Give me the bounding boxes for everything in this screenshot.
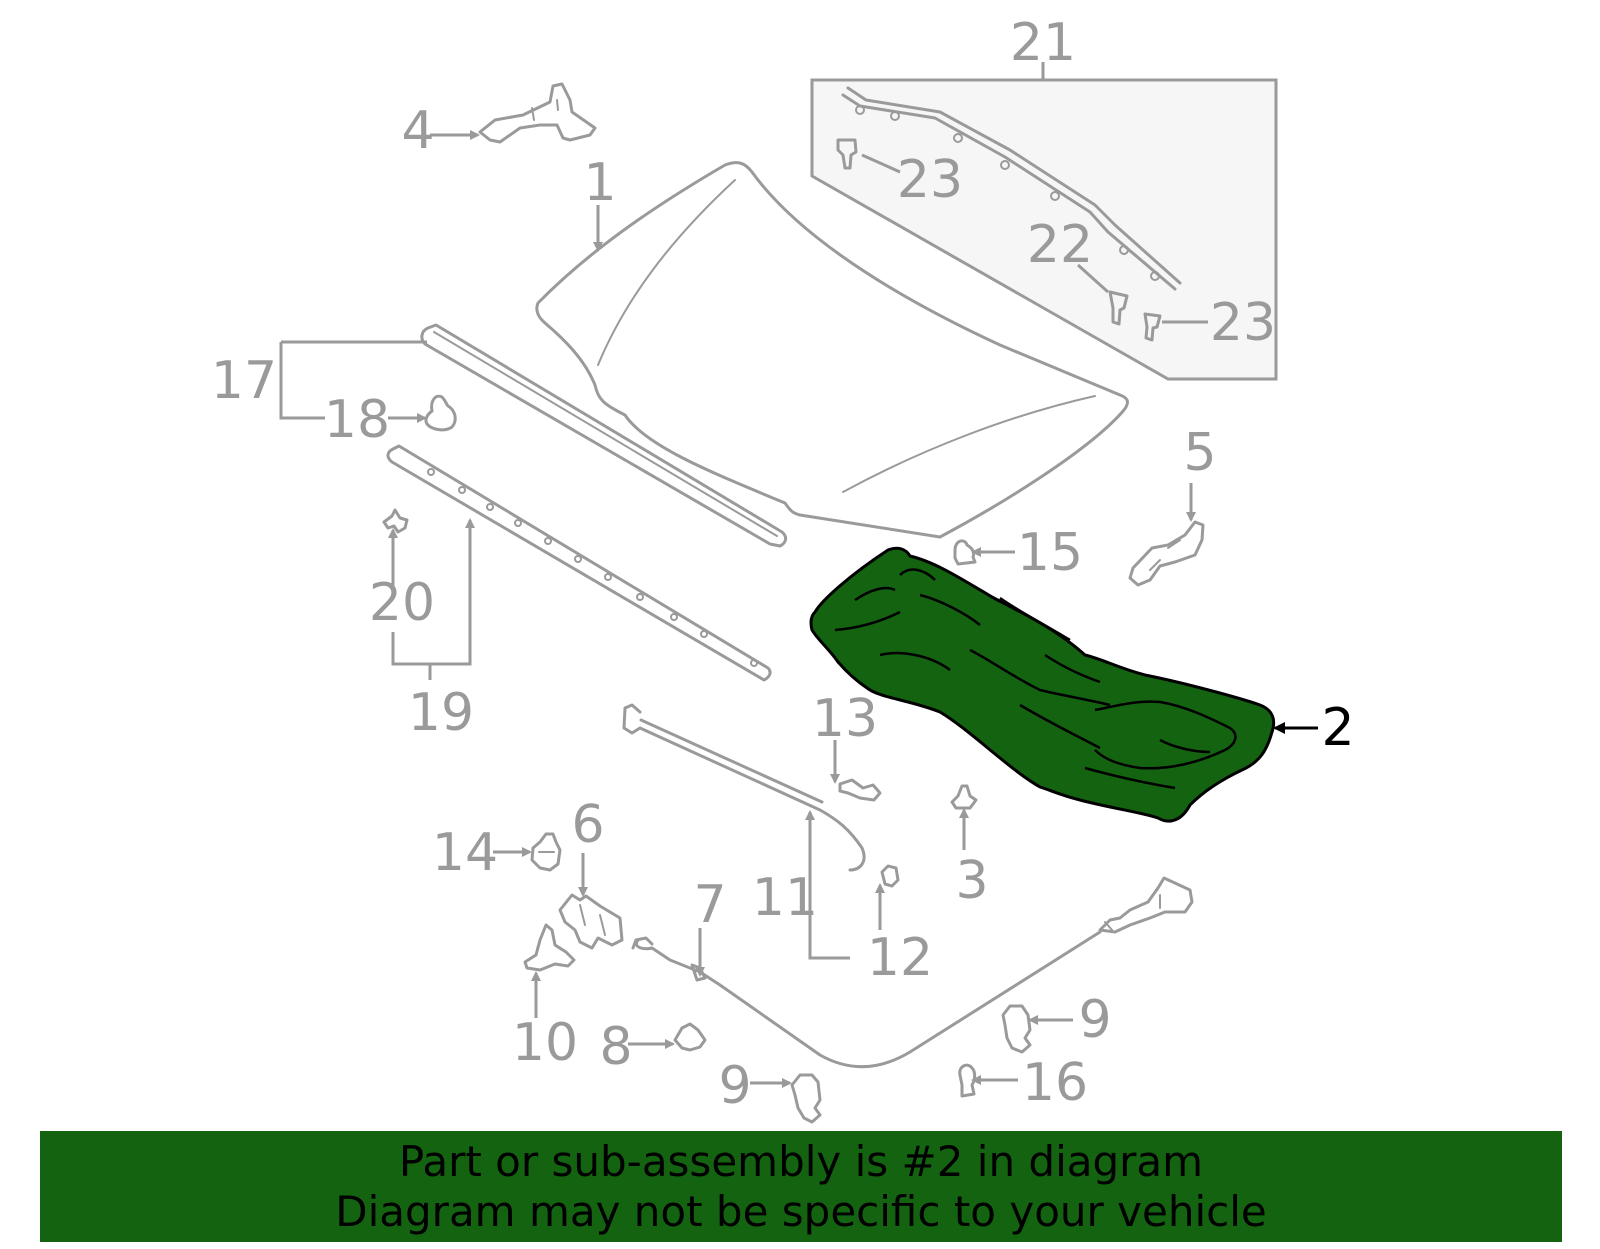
cushion-14-icon bbox=[530, 832, 562, 872]
label-23-lower: 23 bbox=[1210, 293, 1276, 353]
release-cable-7 bbox=[631, 876, 1194, 1069]
label-5: 5 bbox=[1183, 423, 1216, 483]
footer-banner: Part or sub-assembly is #2 in diagram Di… bbox=[40, 1131, 1562, 1242]
side-strip-19 bbox=[386, 444, 772, 682]
label-20: 20 bbox=[369, 573, 435, 633]
clip-13-icon bbox=[838, 778, 882, 802]
label-22: 22 bbox=[1027, 215, 1093, 275]
hood-panel bbox=[535, 161, 1129, 539]
release-handle-icon bbox=[1098, 876, 1194, 934]
label-9-lower: 9 bbox=[718, 1056, 751, 1116]
label-8: 8 bbox=[599, 1017, 632, 1077]
label-9-upper: 9 bbox=[1078, 990, 1111, 1050]
clip-8-icon bbox=[673, 1022, 707, 1052]
hood-insulator-part-2 bbox=[809, 546, 1276, 823]
clip-15-icon bbox=[953, 539, 977, 566]
label-11: 11 bbox=[752, 868, 818, 928]
footer-line-1: Part or sub-assembly is #2 in diagram bbox=[398, 1136, 1204, 1186]
weatherstrip-kit-box bbox=[810, 62, 1278, 381]
clip-3-icon bbox=[950, 784, 978, 810]
footer-background bbox=[40, 1131, 1562, 1242]
clip-23-upper-icon bbox=[836, 138, 858, 170]
label-12: 12 bbox=[867, 928, 933, 988]
hood-prop-rod bbox=[622, 703, 866, 872]
label-23-upper: 23 bbox=[897, 150, 963, 210]
label-7: 7 bbox=[693, 875, 726, 935]
label-3: 3 bbox=[955, 851, 988, 911]
hood-latch-6-icon bbox=[558, 893, 624, 950]
clip-9-lower-icon bbox=[790, 1073, 822, 1124]
label-10: 10 bbox=[512, 1013, 578, 1073]
label-14: 14 bbox=[432, 823, 498, 883]
label-13: 13 bbox=[812, 689, 878, 749]
hood-seal-strip bbox=[420, 323, 788, 548]
label-18: 18 bbox=[324, 390, 390, 450]
hood-hinge-right-icon bbox=[1128, 520, 1205, 587]
label-15: 15 bbox=[1017, 523, 1083, 583]
clip-23-lower-icon bbox=[1143, 312, 1162, 342]
hood-hinge-left-icon bbox=[478, 82, 597, 144]
clip-22-icon bbox=[1108, 290, 1129, 326]
label-4: 4 bbox=[401, 101, 434, 161]
leader-lines bbox=[279, 130, 1208, 1088]
clip-16-icon bbox=[958, 1063, 977, 1098]
label-2: 2 bbox=[1321, 698, 1354, 758]
label-17: 17 bbox=[211, 351, 277, 411]
footer-line-2: Diagram may not be specific to your vehi… bbox=[335, 1186, 1267, 1236]
grommet-12-icon bbox=[880, 864, 900, 888]
label-6: 6 bbox=[571, 795, 604, 855]
release-lever-10-icon bbox=[523, 923, 576, 972]
label-16: 16 bbox=[1022, 1053, 1088, 1113]
label-19: 19 bbox=[408, 683, 474, 743]
clip-18-icon bbox=[424, 394, 457, 432]
label-1: 1 bbox=[583, 153, 616, 213]
clip-9-upper-icon bbox=[1001, 1004, 1032, 1054]
clip-20-icon bbox=[382, 508, 409, 534]
callout-labels: 21 4 1 23 22 23 17 18 5 15 20 19 13 6 14… bbox=[211, 13, 1355, 1116]
label-21: 21 bbox=[1010, 13, 1076, 73]
